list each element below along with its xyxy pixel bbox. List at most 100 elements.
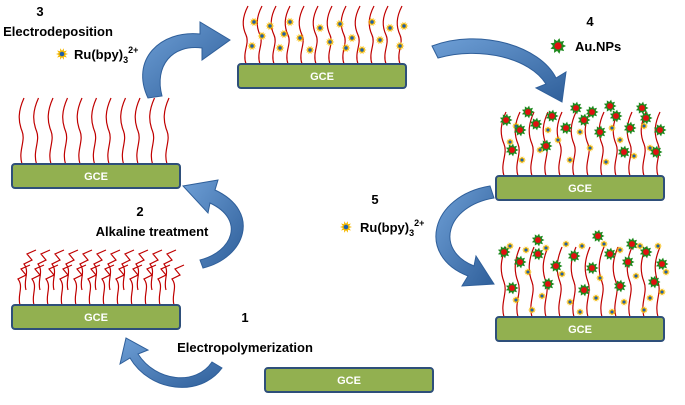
ru-complex-icon (385, 23, 395, 33)
polymer-strand (354, 5, 361, 65)
polymer-strand (654, 111, 661, 177)
polymer-strand-tangled (107, 249, 121, 291)
ru-complex-icon (357, 45, 367, 55)
step-2-label: Alkaline treatment (96, 224, 209, 239)
gce-electrode (264, 367, 434, 393)
polymer-strand (626, 111, 633, 177)
gold-nanoparticle-icon (653, 123, 667, 137)
polymer-strand (134, 97, 141, 165)
gold-nanoparticle-icon (549, 259, 563, 273)
polymer-strand-tangled (31, 264, 45, 306)
polymer-strand (76, 97, 83, 165)
ru-complex-icon (295, 33, 305, 43)
polymer-strand-tangled (59, 264, 73, 306)
ru-complex-icon (315, 23, 325, 33)
polymer-strand (528, 246, 535, 318)
gold-nanoparticle-icon (577, 283, 591, 297)
ru-complex-icon (524, 268, 532, 276)
polymer-strand (163, 97, 170, 165)
ru-complex-icon (399, 21, 409, 31)
step-1-number: 1 (241, 310, 248, 325)
electrode-polymerized: GCE (11, 249, 185, 330)
gold-nanoparticle-icon (613, 279, 627, 293)
ru-complex-icon (285, 17, 295, 27)
reagent-label-step-5: Ru(bpy)32+ (360, 218, 424, 238)
polymer-strand (396, 5, 403, 65)
gce-electrode (11, 163, 181, 189)
gold-nanoparticle-icon (621, 255, 635, 269)
ru-complex-icon (576, 128, 584, 136)
polymer-strand (640, 246, 647, 318)
polymer-strand-tangled (87, 264, 101, 306)
polymer-strand-tangled (129, 264, 143, 306)
ru-complex-icon (566, 298, 574, 306)
gce-label: GCE (84, 171, 108, 183)
gold-nanoparticle-icon (559, 121, 573, 135)
gce-label: GCE (84, 312, 108, 324)
ru-complex-icon (518, 156, 526, 164)
gold-nanoparticle-icon (639, 111, 653, 125)
polymer-strand (326, 5, 333, 65)
ru-complex-icon (576, 308, 584, 316)
polymer-strand (368, 5, 375, 65)
gold-nanoparticle-icon (585, 105, 599, 119)
ru-complex-icon (340, 221, 352, 233)
ru-complex-icon (257, 31, 267, 41)
gce-label: GCE (337, 375, 361, 387)
gce-electrode (495, 175, 665, 201)
ru-complex-icon (542, 244, 550, 252)
gold-nanoparticle-icon (550, 38, 566, 54)
ru-complex-icon (654, 242, 662, 250)
step-5-number: 5 (371, 192, 378, 207)
ru-complex-icon (640, 122, 648, 130)
ru-complex-icon (367, 17, 377, 27)
gold-nanoparticle-icon (635, 101, 649, 115)
polymer-strand-tangled (37, 249, 51, 291)
polymer-strand (33, 97, 40, 165)
gce-label: GCE (310, 71, 334, 83)
ru-complex-icon (592, 294, 600, 302)
gce-electrode (237, 63, 407, 89)
polymer-strand (242, 5, 249, 65)
polymer-strand (47, 97, 54, 165)
gold-nanoparticle-icon (609, 109, 623, 123)
ru-complex-icon (554, 136, 562, 144)
polymer-strand-tangled (51, 249, 65, 291)
polymer-strand (340, 5, 347, 65)
gold-nanoparticle-icon (603, 99, 617, 113)
ru-complex-icon (558, 270, 566, 278)
gold-nanoparticle-icon (567, 249, 581, 263)
electrode-ru-deposited: GCE (237, 5, 409, 89)
ru-complex-icon (632, 272, 640, 280)
ru-complex-icon (608, 308, 616, 316)
gold-nanoparticle-icon (591, 229, 605, 243)
polymer-strand (556, 246, 563, 318)
gce-electrode (495, 316, 665, 342)
ru-complex-icon (544, 126, 552, 134)
ru-complex-icon (600, 240, 608, 248)
polymer-strand (105, 97, 112, 165)
polymer-strand-tangled (65, 249, 79, 291)
ru-complex-icon (562, 240, 570, 248)
polymer-strand-tangled (163, 249, 177, 291)
ru-complex-icon (616, 136, 624, 144)
polymer-strand (570, 111, 577, 177)
gold-nanoparticle-icon (649, 145, 663, 159)
polymer-strand (584, 246, 591, 318)
ru-complex-icon (662, 268, 670, 276)
ru-complex-icon (578, 242, 586, 250)
polymer-strand (500, 246, 507, 318)
step-3-label: Electrodeposition (3, 24, 113, 39)
ru-complex-icon (522, 246, 530, 254)
polymer-strand (270, 5, 277, 65)
polymer-strand (514, 246, 521, 318)
gold-nanoparticle-icon (513, 123, 527, 137)
step-4-number: 4 (586, 14, 594, 29)
gold-nanoparticle-icon (541, 277, 555, 291)
polymer-strand (120, 97, 127, 165)
gold-nanoparticle-icon (593, 125, 607, 139)
ru-complex-icon (341, 43, 351, 53)
ru-complex-icon (658, 288, 666, 296)
polymer-strand-tangled (157, 264, 171, 306)
